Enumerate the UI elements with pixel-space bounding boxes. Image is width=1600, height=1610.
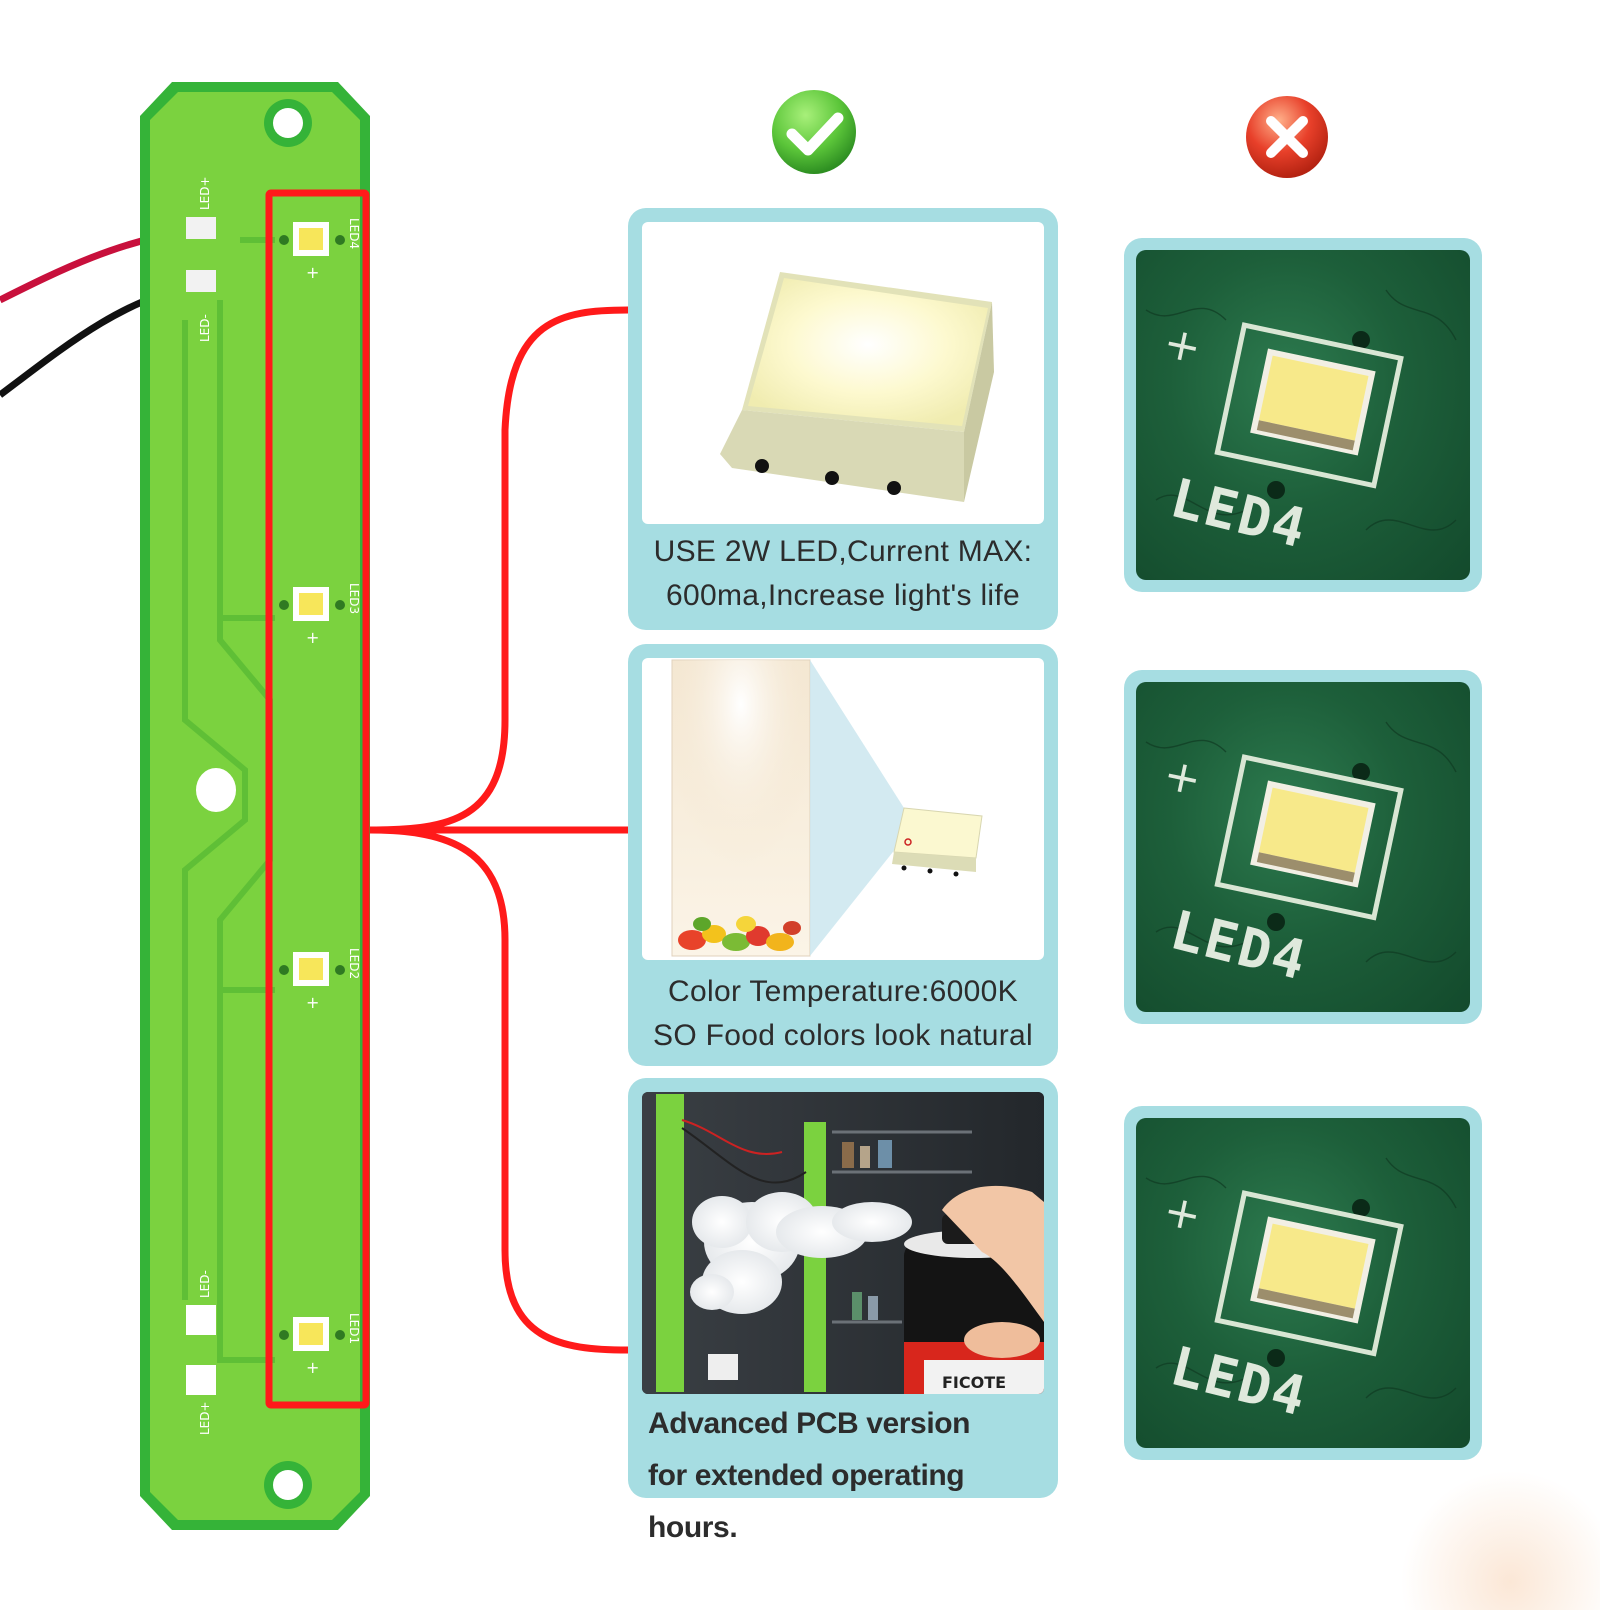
pcb-led-group: + LED4 + LED3 + LED2 + LED1	[279, 218, 361, 1377]
pad-led-neg-top	[186, 270, 216, 292]
feature-caption-led-line1: USE 2W LED,Current MAX:	[653, 535, 1033, 568]
pcb-led-1: + LED1	[279, 1313, 361, 1377]
feature-caption-color: Color Temperature:6000K SO Food colors l…	[628, 970, 1058, 1058]
mounting-hole-bottom	[273, 1470, 303, 1500]
feature-caption-color-line1: Color Temperature:6000K	[668, 975, 1018, 1008]
feature-image-led	[642, 222, 1044, 524]
mounting-hole-top	[273, 108, 303, 138]
pad-led-neg-bottom	[186, 1305, 216, 1335]
comparison-panel-3: +LED4	[1124, 1106, 1482, 1460]
spray-can-label: FICOTE	[942, 1373, 1006, 1392]
led-highlight-box	[265, 189, 370, 1409]
feature-caption-pcb-line1: Advanced PCB version	[648, 1407, 971, 1440]
pcb-board	[150, 92, 360, 1520]
silk-led-neg-bottom: LED-	[198, 1270, 212, 1298]
pcb-led-ref-label: LED3	[347, 583, 361, 614]
silk-led-pos-bottom: LED+	[198, 1401, 212, 1435]
feature-caption-led: USE 2W LED,Current MAX: 600ma,Increase l…	[628, 530, 1058, 618]
feature-panel-color: Color Temperature:6000K SO Food colors l…	[628, 644, 1058, 1066]
silk-led-neg-top: LED-	[198, 314, 212, 342]
feature-panel-led: USE 2W LED,Current MAX: 600ma,Increase l…	[628, 208, 1058, 630]
feature-panel-pcb: FICOTE Advanced PCB version for extended…	[628, 1078, 1058, 1544]
comparison-image: +LED4	[1136, 250, 1470, 580]
feature-image-fridge	[642, 658, 1044, 960]
pcb-led-4: + LED4	[279, 218, 361, 282]
feature-caption-pcb: Advanced PCB version for extended operat…	[628, 1398, 1058, 1554]
comparison-image: +LED4	[1136, 1118, 1470, 1448]
pcb-led-3: + LED3	[279, 583, 361, 647]
smd-led-illustration	[720, 272, 994, 502]
comparison-panel-2: +LED4	[1124, 670, 1482, 1024]
fridge-light-illustration	[671, 659, 983, 957]
pcb-led-ref-label: LED4	[347, 218, 361, 249]
pcb-led-ref-label: LED1	[347, 1313, 361, 1344]
pcb-diagram: LED+ LED- LED- LED+ + LED4 + LED3 + LED2 + LED1	[0, 82, 370, 1530]
pcb-led-plus-mark: +	[306, 1358, 319, 1377]
cross-icon	[1246, 96, 1328, 178]
silk-led-pos-top: LED+	[198, 176, 212, 210]
check-icon	[772, 90, 856, 174]
comparison-image: +LED4	[1136, 682, 1470, 1012]
background-glow	[1400, 1470, 1600, 1610]
coating-spray-illustration: FICOTE	[642, 1092, 1044, 1394]
pad-led-pos-bottom	[186, 1365, 216, 1395]
pcb-led-plus-mark: +	[306, 263, 319, 282]
connector-upper	[369, 306, 629, 834]
pcb-led-2: + LED2	[279, 948, 361, 1012]
comparison-panel-1: +LED4	[1124, 238, 1482, 592]
feature-caption-led-line2: 600ma,Increase light's life	[665, 579, 1020, 612]
mounting-hole-middle	[196, 768, 236, 812]
connector-lower	[369, 826, 629, 1354]
feature-caption-pcb-line2: for extended operating hours.	[648, 1459, 965, 1544]
connector-lines	[369, 306, 629, 1354]
pcb-led-ref-label: LED2	[347, 948, 361, 979]
feature-image-coating: FICOTE	[642, 1092, 1044, 1394]
pad-led-pos-top	[186, 217, 216, 239]
feature-caption-color-line2: SO Food colors look natural	[653, 1019, 1033, 1052]
pcb-led-plus-mark: +	[306, 993, 319, 1012]
pcb-led-plus-mark: +	[306, 628, 319, 647]
